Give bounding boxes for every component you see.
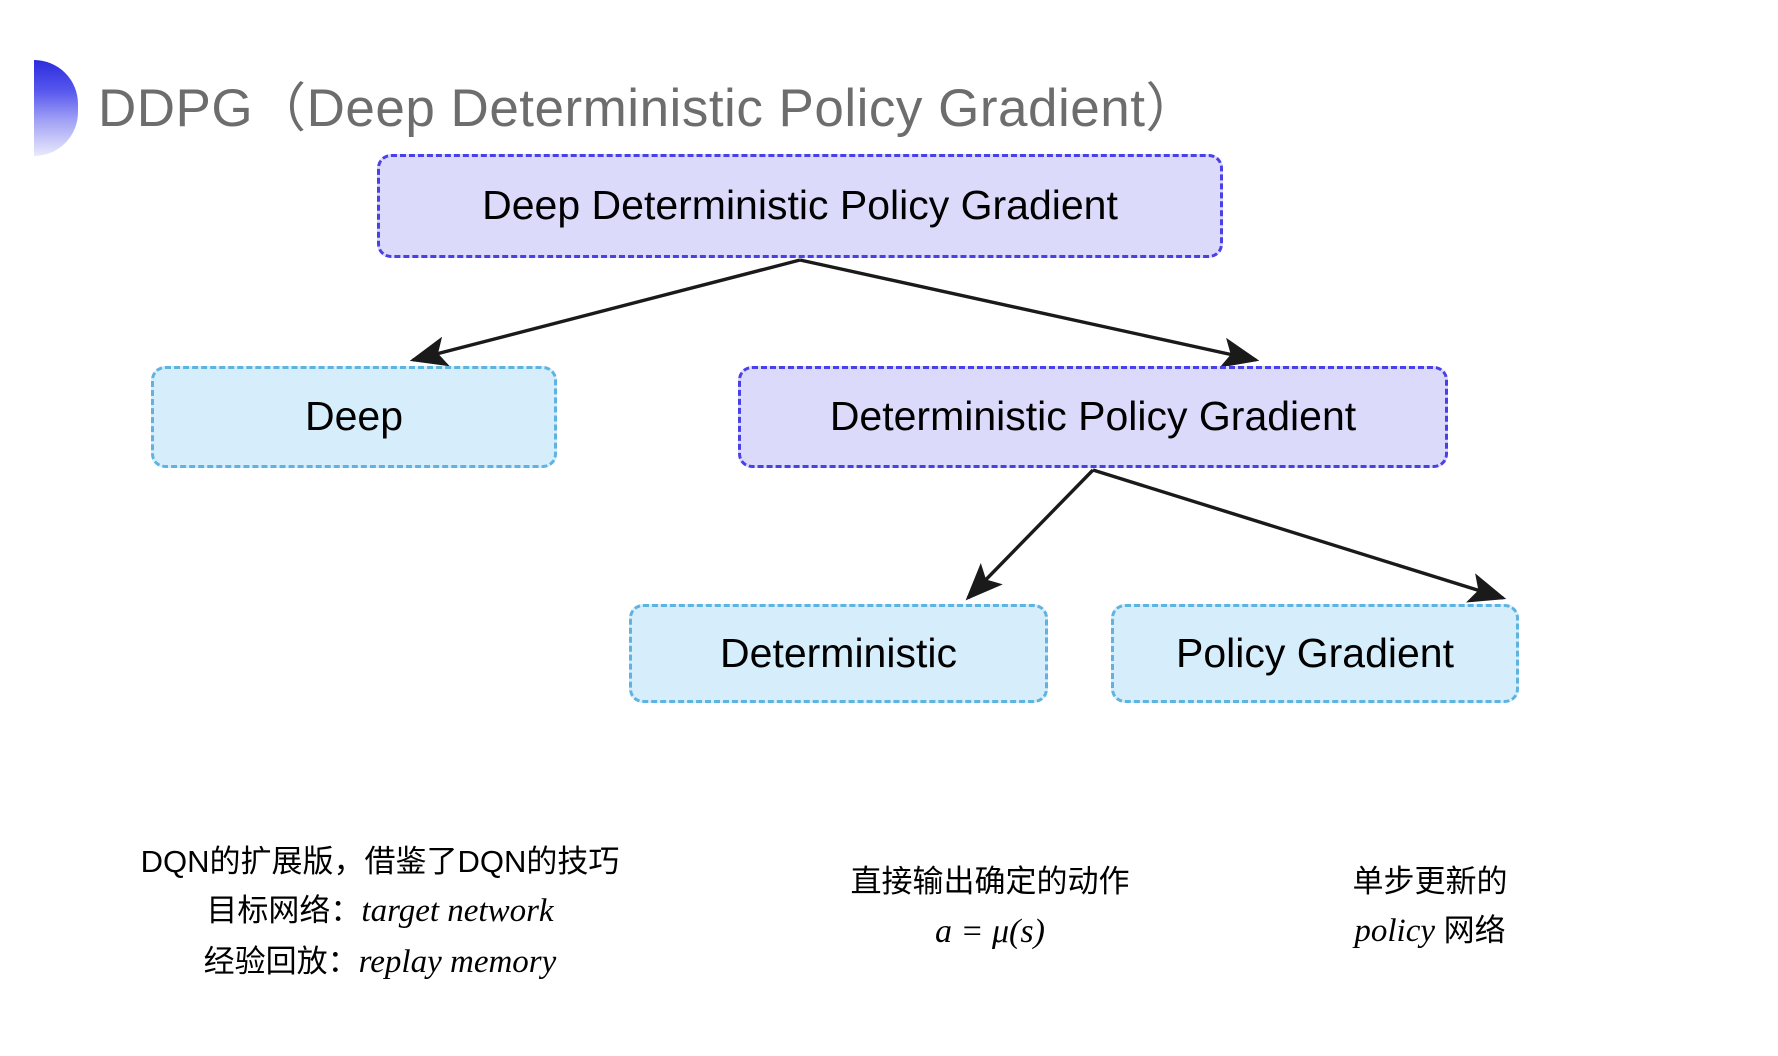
caption-policy-gradient-suffix: 网络 — [1435, 913, 1506, 949]
caption-deterministic: 直接输出确定的动作 a = μ(s) — [700, 858, 1280, 959]
caption-deep-line-2: 目标网络：target network — [120, 886, 640, 937]
caption-deep-line-3-label: 经验回放： — [203, 944, 359, 980]
edge-dpg-to-deterministic — [965, 468, 1095, 601]
node-label: Deep Deterministic Policy Gradient — [482, 182, 1118, 229]
node-label: Deterministic Policy Gradient — [829, 393, 1357, 440]
caption-deep-line-3: 经验回放：replay memory — [120, 937, 640, 988]
caption-deterministic-line-1: 直接输出确定的动作 — [850, 864, 1130, 899]
page-title: DDPG（Deep Deterministic Policy Gradient） — [0, 58, 1199, 158]
caption-policy-gradient-term: policy — [1354, 913, 1435, 950]
caption-deep-line-3-term: replay memory — [358, 944, 557, 981]
node-deep[interactable]: Deep — [151, 366, 557, 468]
edge-dpg-to-policy-gradient — [1092, 468, 1507, 603]
node-deterministic[interactable]: Deterministic — [629, 604, 1048, 703]
node-label: Deep — [304, 393, 403, 440]
caption-deep-line-1: DQN的扩展版，借鉴了DQN的技巧 — [140, 844, 620, 879]
node-policy-gradient[interactable]: Policy Gradient — [1111, 604, 1519, 703]
caption-policy-gradient-line-1: 单步更新的 — [1352, 864, 1508, 899]
node-label: Deterministic — [720, 629, 957, 676]
node-deterministic-policy-gradient[interactable]: Deterministic Policy Gradient — [738, 366, 1448, 468]
caption-deterministic-formula: a = μ(s) — [935, 913, 1045, 951]
edge-root-to-dpg — [799, 258, 1260, 368]
node-label: Policy Gradient — [1175, 629, 1454, 676]
caption-deep-line-2-term: target network — [361, 893, 554, 930]
page-title-text: DDPG（Deep Deterministic Policy Gradient） — [98, 78, 1199, 138]
caption-deep-line-2-label: 目标网络： — [206, 893, 362, 929]
caption-deep: DQN的扩展版，借鉴了DQN的技巧 目标网络：target network 经验… — [120, 838, 640, 988]
edge-root-to-deep — [409, 258, 801, 367]
caption-policy-gradient-line-2: policy 网络 — [1190, 906, 1670, 957]
caption-policy-gradient: 单步更新的 policy 网络 — [1190, 858, 1670, 957]
node-deep-deterministic-policy-gradient[interactable]: Deep Deterministic Policy Gradient — [377, 154, 1223, 258]
title-accent-bullet-icon — [34, 60, 78, 156]
